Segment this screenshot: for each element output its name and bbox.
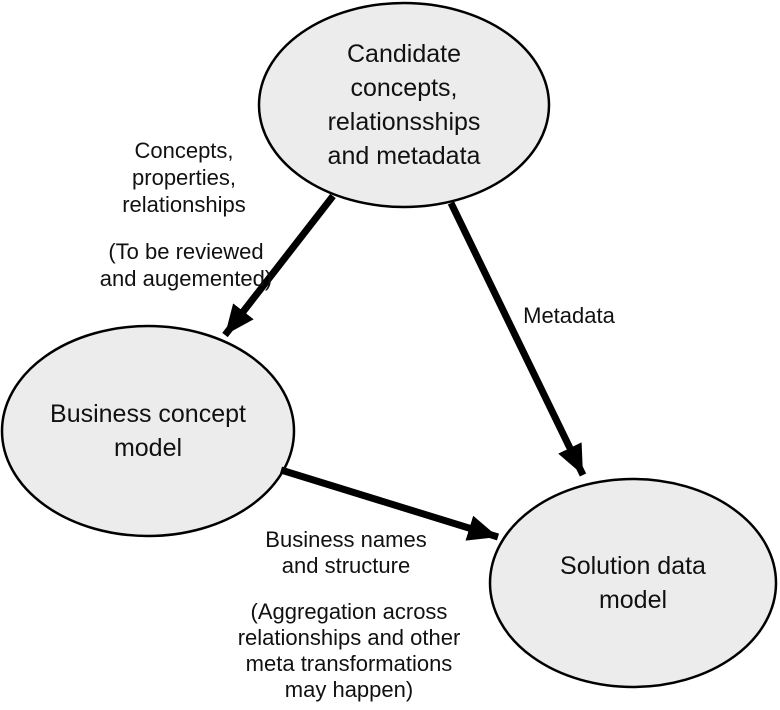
solution-node-ellipse xyxy=(488,477,778,689)
arrow-business-to-solution xyxy=(279,466,500,541)
arrow-candidate-to-solution xyxy=(447,201,587,477)
arrow-candidate-to-business xyxy=(222,193,336,338)
candidate-node-ellipse xyxy=(257,1,551,209)
business-node-ellipse xyxy=(0,324,296,538)
